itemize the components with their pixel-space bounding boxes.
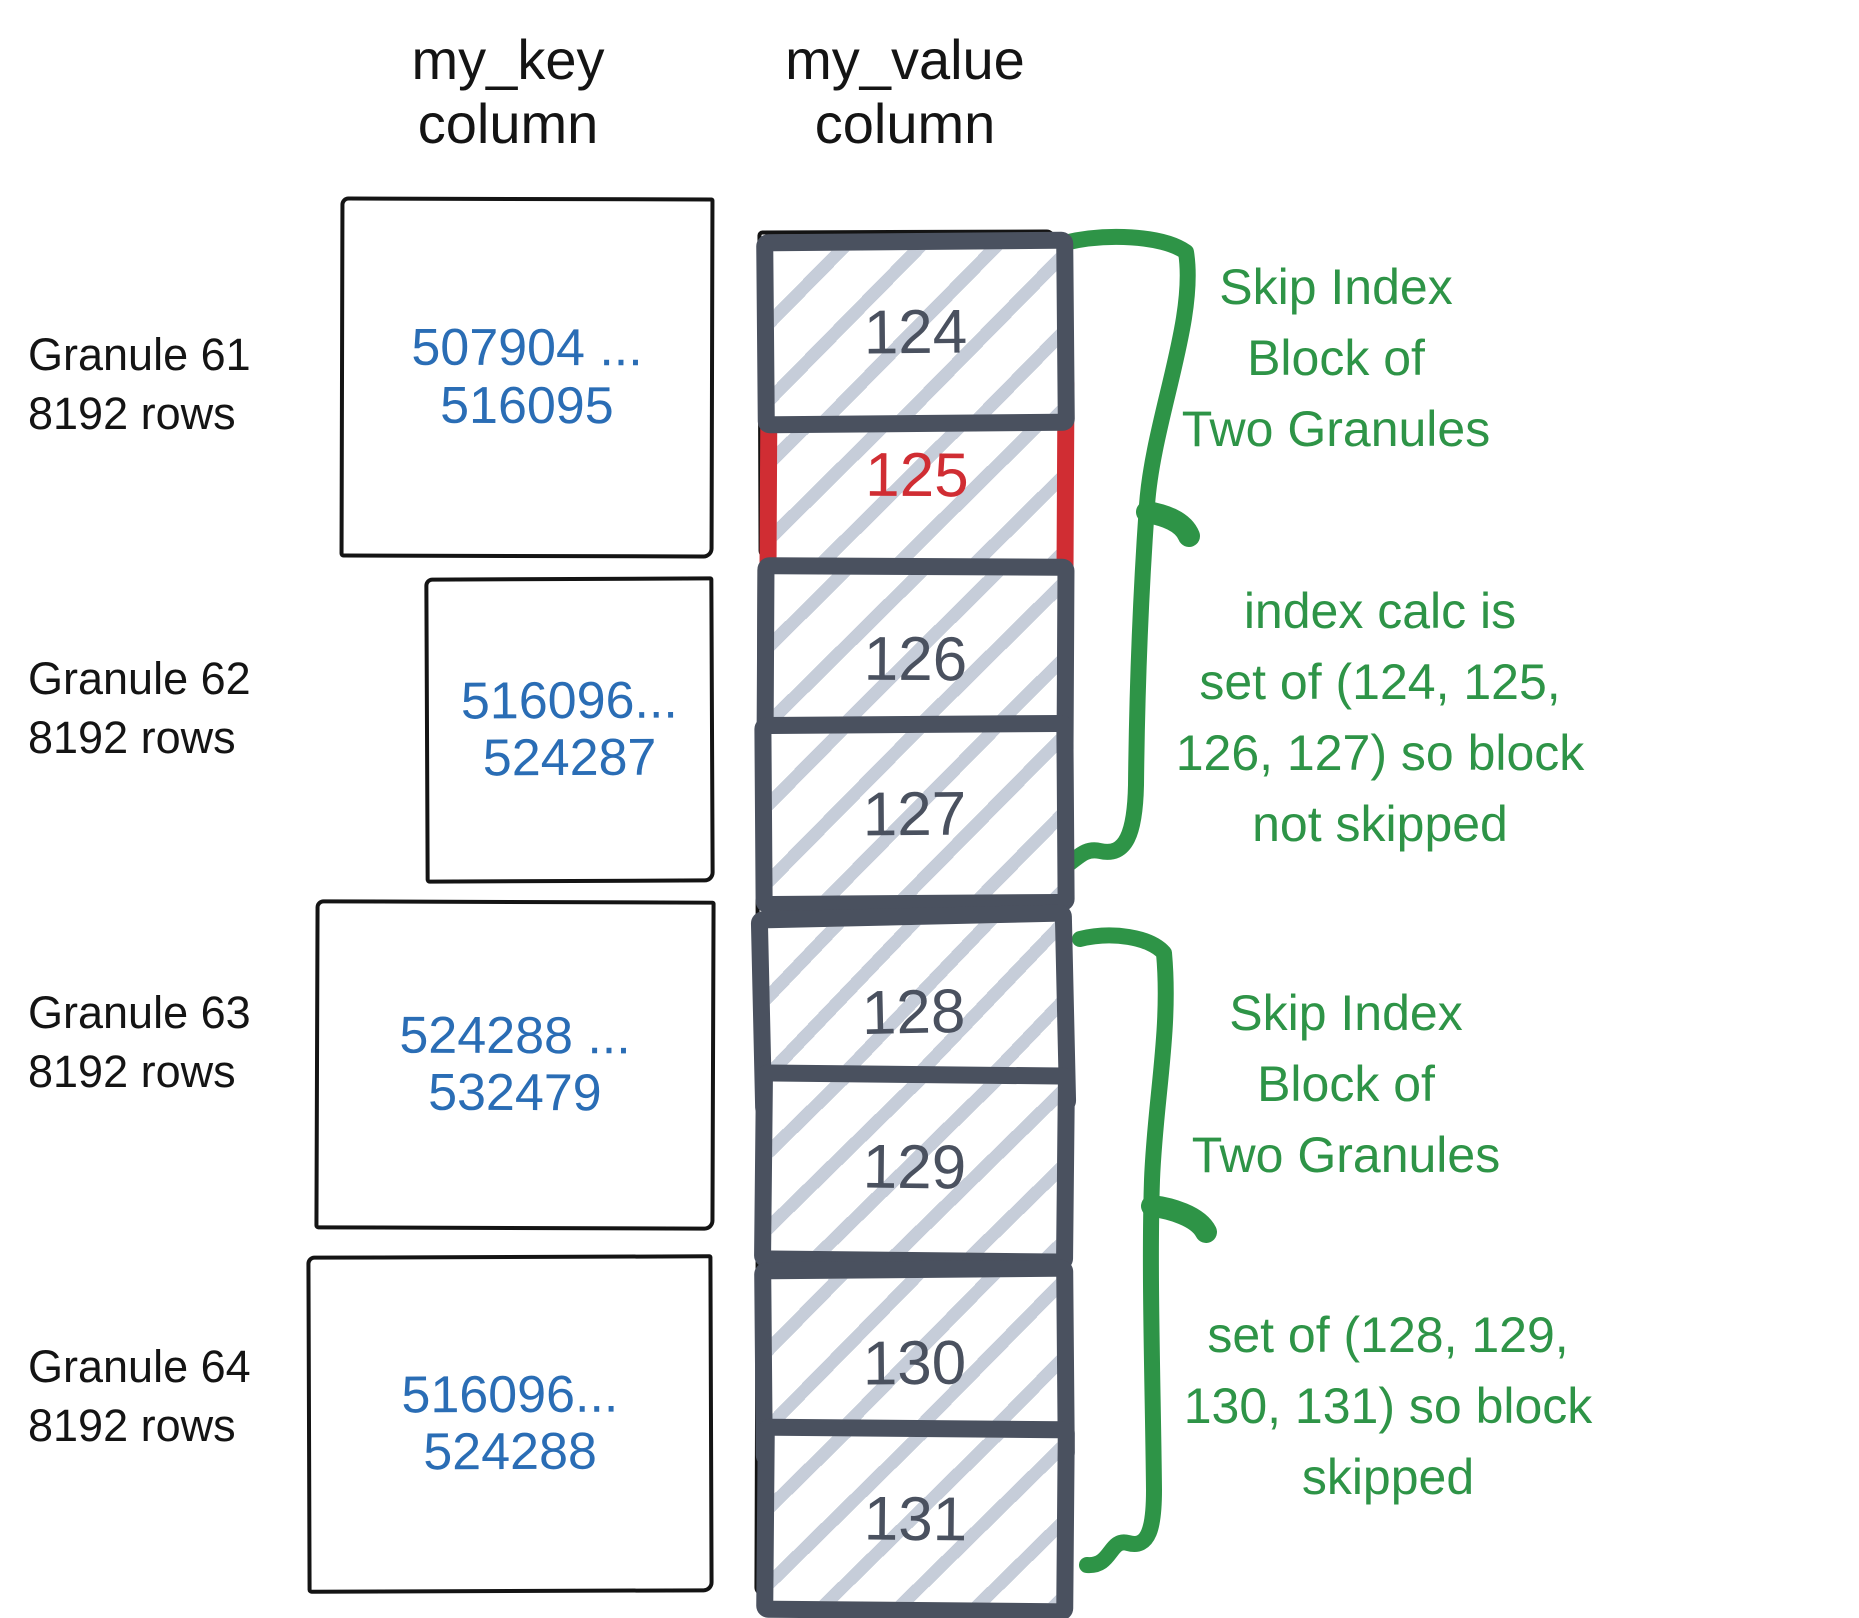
value-block-number: 131	[863, 1484, 968, 1555]
value-block: 127	[754, 714, 1075, 914]
value-block: 131	[756, 1418, 1075, 1618]
value-block-number: 129	[862, 1132, 967, 1203]
key-range-value: 516096... 524287	[460, 671, 678, 788]
column-header-my-key: my_key column	[411, 28, 605, 156]
granule-label: Granule 61 8192 rows	[28, 329, 251, 439]
annotation-index-calc-not-skipped: index calc is set of (124, 125, 126, 127…	[1175, 583, 1585, 852]
column-header-my-value: my_value column	[785, 28, 1025, 156]
key-range-value: 507904 ... 516095	[411, 319, 643, 435]
annotation-set-skipped: set of (128, 129, 130, 131) so block ski…	[1183, 1307, 1593, 1505]
value-block-number: 125	[865, 440, 969, 510]
annotation-skip-index-bottom: Skip Index Block of Two Granules	[1191, 985, 1501, 1183]
brace-bottom-tick-icon	[1141, 1195, 1217, 1243]
key-column-box: 516096... 524288	[306, 1254, 714, 1594]
granule-label: Granule 63 8192 rows	[28, 987, 251, 1097]
value-block-number: 130	[862, 1328, 967, 1399]
value-block-number: 127	[862, 779, 967, 849]
key-column-box: 507904 ... 516095	[339, 196, 715, 559]
brace-top-tick-icon	[1136, 501, 1200, 547]
value-block-number: 126	[863, 624, 968, 694]
key-column-box: 516096... 524287	[424, 576, 715, 884]
value-block: 129	[753, 1064, 1076, 1271]
key-range-value: 524288 ... 532479	[399, 1006, 631, 1123]
value-block-number: 128	[860, 976, 966, 1048]
granule-label: Granule 64 8192 rows	[28, 1341, 251, 1451]
key-range-value: 516096... 524288	[401, 1365, 619, 1482]
value-block: 124	[756, 231, 1075, 434]
value-block-number: 124	[863, 297, 968, 368]
annotation-skip-index-top: Skip Index Block of Two Granules	[1181, 259, 1491, 457]
granule-label: Granule 62 8192 rows	[28, 653, 251, 763]
key-column-box: 524288 ... 532479	[314, 899, 716, 1231]
